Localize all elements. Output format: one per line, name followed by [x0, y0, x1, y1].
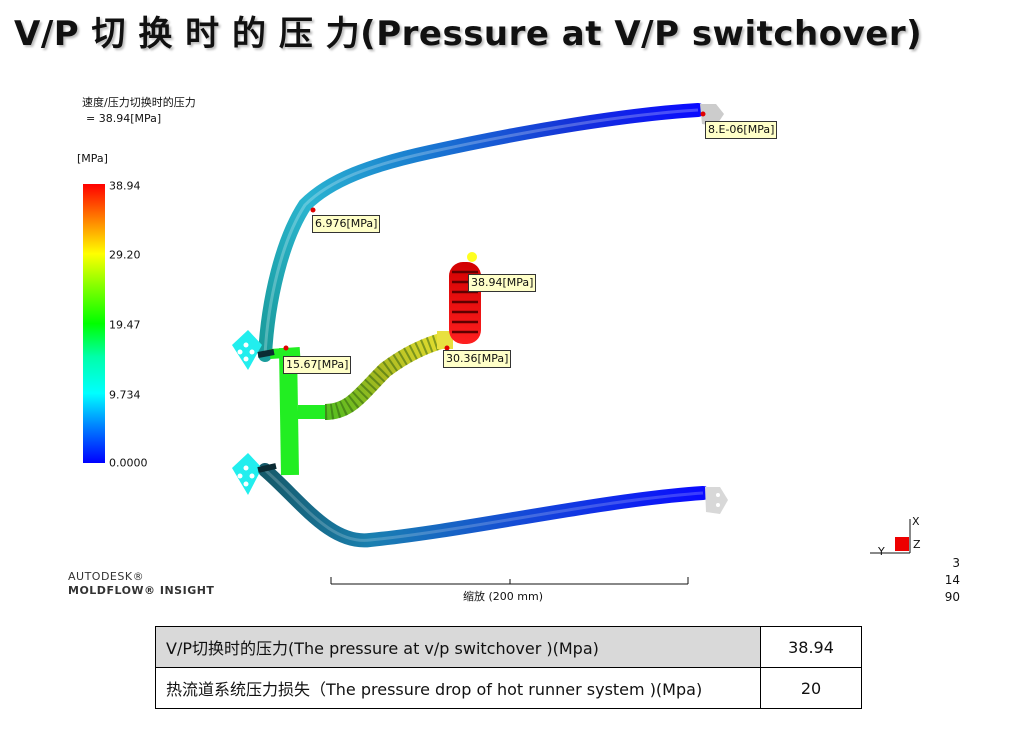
result-value: = 38.94[MPa]	[86, 112, 162, 125]
result-name-text: 速度/压力切换时的压力	[82, 96, 196, 109]
brand-line-1: AUTODESK®	[68, 570, 145, 583]
probe-label-end-top: 8.E-06[MPa]	[705, 121, 778, 139]
axis-z-label: Z	[913, 538, 921, 551]
colorbar-tick-max: 38.94	[109, 179, 141, 193]
colorbar-unit: [MPa]	[77, 152, 108, 165]
probe-label-nozzle-base: 30.36[MPa]	[443, 350, 512, 368]
gate-end-top	[700, 104, 724, 126]
model-viewport[interactable]: X Y Z	[0, 0, 1029, 620]
view-number-1: 3	[952, 556, 960, 570]
table-cell-value: 20	[760, 667, 862, 709]
brand-line-2: MOLDFLOW® INSIGHT	[68, 584, 215, 597]
colorbar-tick-3: 19.47	[109, 318, 141, 332]
scale-bar	[330, 577, 689, 585]
colorbar-tick-min: 0.0000	[109, 456, 148, 470]
axis-triad: X Y Z	[870, 515, 921, 558]
gate-upper	[232, 330, 262, 370]
gate-end-bottom	[705, 487, 728, 514]
colorbar-tick-4: 9.734	[109, 388, 141, 402]
moldflow-logo: AUTODESK® MOLDFLOW® INSIGHT	[68, 570, 214, 598]
view-number-2: 14	[944, 573, 960, 587]
table-cell-label: 热流道系统压力损失（The pressure drop of hot runne…	[155, 667, 761, 709]
results-table: V/P切换时的压力(The pressure at v/p switchover…	[155, 626, 862, 709]
probe-label-manifold: 15.67[MPa]	[283, 356, 352, 374]
gate-lower	[232, 453, 262, 495]
colorbar-tick-2: 29.20	[109, 248, 141, 262]
runner-middle	[324, 332, 448, 420]
probe-label-top-runner: 6.976[MPa]	[312, 215, 381, 233]
table-row: 热流道系统压力损失（The pressure drop of hot runne…	[155, 667, 862, 709]
result-name: 速度/压力切换时的压力 = 38.94[MPa]	[82, 95, 196, 127]
view-number-3: 90	[944, 590, 960, 604]
table-cell-label: V/P切换时的压力(The pressure at v/p switchover…	[155, 626, 761, 668]
table-cell-value: 38.94	[760, 626, 862, 668]
slide-title: V/P 切 换 时 的 压 力(Pressure at V/P switchov…	[14, 14, 923, 54]
table-row: V/P切换时的压力(The pressure at v/p switchover…	[155, 626, 862, 668]
scale-label: 缩放 (200 mm)	[463, 590, 544, 603]
nozzle	[449, 252, 481, 344]
runner-bottom	[258, 463, 710, 548]
probe-label-nozzle: 38.94[MPa]	[468, 274, 537, 292]
runner-top	[258, 103, 705, 362]
axis-x-label: X	[912, 515, 920, 528]
colorbar	[83, 184, 105, 463]
axis-y-label: Y	[877, 545, 885, 558]
